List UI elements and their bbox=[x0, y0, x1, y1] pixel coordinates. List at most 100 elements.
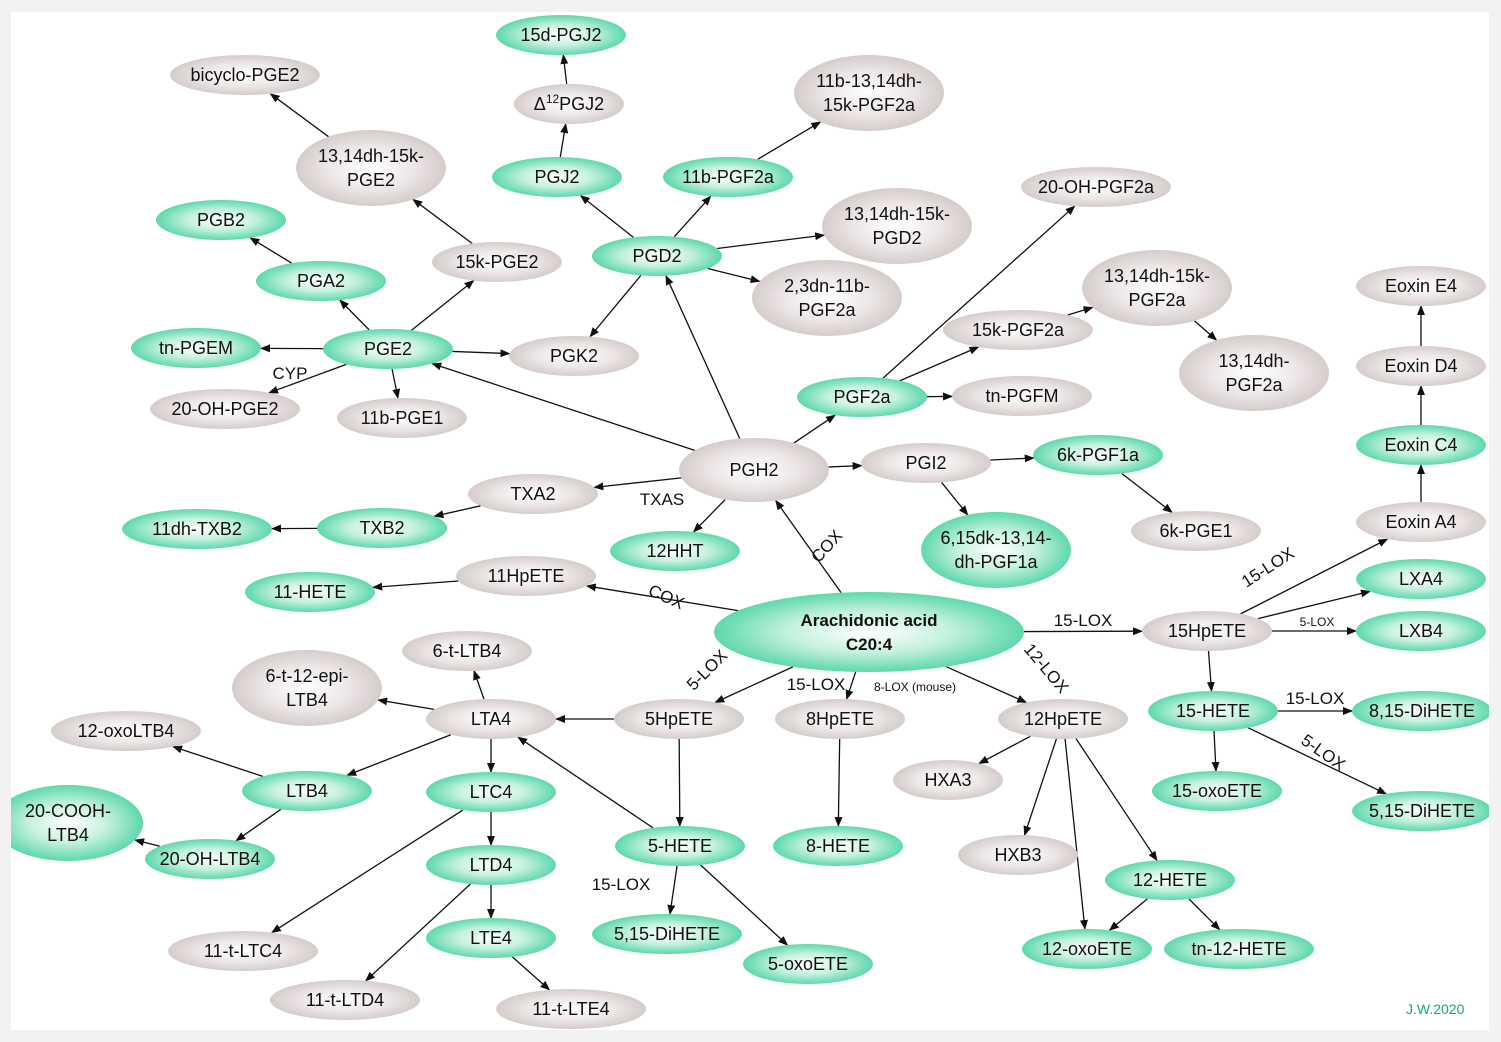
node-PGA2: PGA2 bbox=[256, 261, 386, 301]
node-shape-HHT12 bbox=[610, 531, 740, 571]
node-shape-TXB2 bbox=[317, 508, 447, 548]
node-DiHETE815: 8,15-DiHETE bbox=[1352, 691, 1489, 731]
node-label-PGF2a_dh-line2: PGF2a bbox=[1225, 375, 1283, 395]
node-label-PGF2a11b: 11b-PGF2a bbox=[682, 167, 775, 187]
node-PGF1a6k: 6k-PGF1a bbox=[1033, 435, 1163, 475]
node-label-tLTB4_epi-line1: 6-t-12-epi- bbox=[265, 666, 348, 686]
node-label-tnPGFM: tn-PGFM bbox=[985, 386, 1058, 406]
node-shape-tLTB4_epi bbox=[232, 650, 382, 726]
node-shape-AA bbox=[714, 592, 1024, 672]
edge-HETE5-to-oxoETE5 bbox=[700, 864, 789, 946]
node-label-EoxinD4: Eoxin D4 bbox=[1384, 356, 1457, 376]
node-label-PGF1a6k: 6k-PGF1a bbox=[1057, 445, 1140, 465]
node-shape-PGE2_15k bbox=[432, 242, 562, 282]
edge-HpETE15-to-EoxinA4 bbox=[1240, 538, 1389, 615]
node-label-PGE2: PGE2 bbox=[364, 339, 412, 359]
edge-label-AA-to-PGH2: COX bbox=[808, 526, 847, 566]
edge-label-HETE15-to-DiHETE815: 15-LOX bbox=[1286, 689, 1345, 708]
node-label-LTD4: LTD4 bbox=[470, 855, 513, 875]
node-label-PGD2_met-line2: PGD2 bbox=[872, 228, 921, 248]
node-PGJ2_15d: 15d-PGJ2 bbox=[496, 15, 626, 55]
node-label-LXA4: LXA4 bbox=[1399, 569, 1443, 589]
edge-PGD2-to-PGD2_met bbox=[717, 232, 826, 250]
node-label-HpETE5: 5HpETE bbox=[645, 709, 713, 729]
node-label-PGJ2: PGJ2 bbox=[534, 167, 579, 187]
edge-PGD2-to-PGJ2 bbox=[579, 195, 634, 238]
node-HpETE15: 15HpETE bbox=[1142, 611, 1272, 651]
node-label-DiHETE515a: 5,15-DiHETE bbox=[614, 924, 720, 944]
node-label-EoxinA4: Eoxin A4 bbox=[1385, 512, 1456, 532]
node-label-HHT12: 12HHT bbox=[646, 541, 703, 561]
node-D12PGJ2: Δ12PGJ2 bbox=[514, 84, 624, 124]
node-shape-tLTD4 bbox=[270, 980, 420, 1020]
node-label-AA-line1: Arachidonic acid bbox=[801, 611, 938, 630]
node-label-oxoETE12: 12-oxoETE bbox=[1042, 939, 1132, 959]
node-label-PGB2: PGB2 bbox=[197, 210, 245, 230]
node-HETE8: 8-HETE bbox=[773, 826, 903, 866]
node-TXB2_11dh: 11dh-TXB2 bbox=[122, 509, 272, 549]
node-label-tLTB4_6: 6-t-LTB4 bbox=[433, 641, 502, 661]
edge-label-AA-to-HpETE11: COX bbox=[646, 581, 687, 613]
edge-LTD4-to-tLTD4 bbox=[365, 883, 471, 982]
node-shape-bicycloPGE2 bbox=[170, 55, 320, 95]
node-shape-PGF1a_dk bbox=[921, 512, 1071, 588]
mouse-8lox-note: 8-LOX (mouse) bbox=[874, 680, 956, 694]
edge-AA-to-HpETE11 bbox=[585, 583, 739, 612]
node-label-PGF2a_dhk-line1: 13,14dh-15k- bbox=[1104, 266, 1210, 286]
node-shape-LXA4 bbox=[1356, 559, 1486, 599]
node-label-PGF1a_dk-line2: dh-PGF1a bbox=[954, 552, 1038, 572]
edge-PGD2-to-PGF2a11b bbox=[673, 195, 712, 238]
node-shape-PGF2a_dh bbox=[1179, 335, 1329, 411]
node-oxoLTB4: 12-oxoLTB4 bbox=[51, 711, 201, 751]
node-label-PGA2: PGA2 bbox=[297, 271, 345, 291]
node-label-PGF2a_dh-line1: 13,14dh- bbox=[1218, 351, 1289, 371]
node-shape-OHLTB4 bbox=[145, 839, 275, 879]
node-DiHETE515a: 5,15-DiHETE bbox=[592, 914, 742, 954]
node-shape-tnHETE12 bbox=[1164, 929, 1314, 969]
credit-label: J.W.2020 bbox=[1406, 1001, 1465, 1017]
node-TXB2: TXB2 bbox=[317, 508, 447, 548]
node-label-PGF2a_23dn-line2: PGF2a bbox=[798, 300, 856, 320]
node-shape-LTB4 bbox=[242, 771, 372, 811]
node-shape-TXB2_11dh bbox=[122, 509, 272, 549]
node-tLTC4: 11-t-LTC4 bbox=[168, 931, 318, 971]
edge-label-HpETE15-to-EoxinA4: 15-LOX bbox=[1238, 543, 1297, 591]
node-EoxinE4: Eoxin E4 bbox=[1356, 266, 1486, 306]
node-label-tnHETE12: tn-12-HETE bbox=[1191, 939, 1286, 959]
edge-PGE2_dhk-to-bicycloPGE2 bbox=[269, 93, 329, 138]
node-PGD2_met: 13,14dh-15k-PGD2 bbox=[822, 188, 972, 264]
node-shape-PGB2 bbox=[156, 200, 286, 240]
node-tLTB4_epi: 6-t-12-epi-LTB4 bbox=[232, 650, 382, 726]
node-oxoETE15: 15-oxoETE bbox=[1152, 771, 1282, 811]
node-label-HpETE11: 11HpETE bbox=[488, 566, 565, 586]
edge-HpETE12-to-HXB3 bbox=[1023, 738, 1058, 837]
node-label-TXA2: TXA2 bbox=[510, 484, 555, 504]
node-shape-PGA2 bbox=[256, 261, 386, 301]
node-shape-D12PGJ2 bbox=[514, 84, 624, 124]
edge-LTA4-to-LTB4 bbox=[346, 734, 452, 776]
edge-PGF2a-to-OHPGF2a bbox=[882, 205, 1076, 379]
node-shape-oxoETE15 bbox=[1152, 771, 1282, 811]
edge-PGD2-to-PGF2a_23dn bbox=[707, 267, 761, 284]
node-label-PGF2a_23dn-line1: 2,3dn-11b- bbox=[784, 276, 870, 296]
node-shape-EoxinD4 bbox=[1356, 346, 1486, 386]
node-label-LXB4: LXB4 bbox=[1399, 621, 1443, 641]
edge-PGH2-to-PGD2 bbox=[665, 274, 741, 439]
node-shape-OHPGE2 bbox=[150, 389, 300, 429]
edge-HpETE12-to-oxoETE12 bbox=[1064, 738, 1088, 931]
node-label-PGE2_15k: 15k-PGE2 bbox=[455, 252, 538, 272]
node-shape-tLTE4 bbox=[496, 989, 646, 1029]
node-shape-PGD2 bbox=[592, 236, 722, 276]
node-label-AA-line2: C20:4 bbox=[846, 635, 893, 654]
node-PGK2: PGK2 bbox=[509, 336, 639, 376]
node-EoxinC4: Eoxin C4 bbox=[1356, 425, 1486, 465]
node-LTD4: LTD4 bbox=[426, 845, 556, 885]
node-label-TXB2_11dh: 11dh-TXB2 bbox=[152, 519, 242, 539]
node-shape-PGE2 bbox=[323, 329, 453, 369]
node-label-DiHETE815: 8,15-DiHETE bbox=[1369, 701, 1475, 721]
node-LTC4: LTC4 bbox=[426, 772, 556, 812]
node-shape-PGF2a_23dn bbox=[752, 260, 902, 336]
edge-PGD2-to-PGK2 bbox=[589, 274, 642, 338]
edge-PGH2-to-TXA2 bbox=[593, 477, 682, 491]
